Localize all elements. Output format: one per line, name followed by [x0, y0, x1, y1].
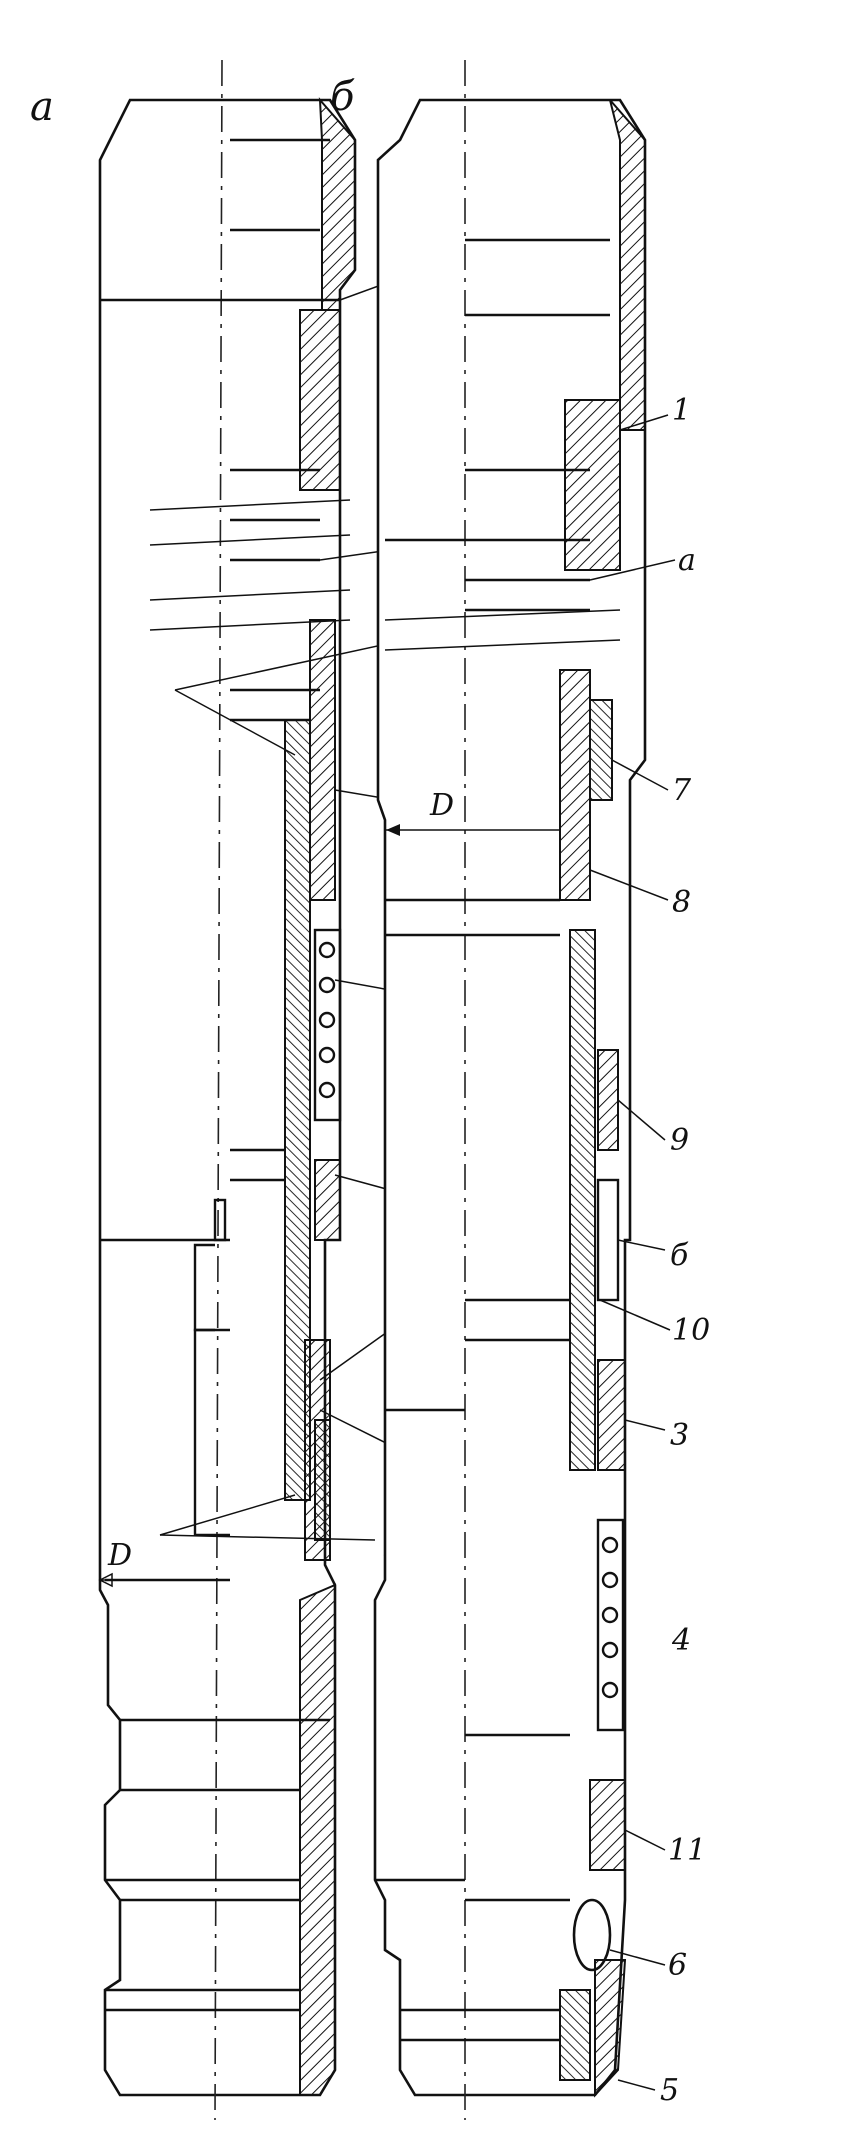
panel-b-callout-9: 9	[670, 1123, 689, 1158]
panel-b-part-8	[559, 669, 591, 901]
panel-b-callout-10: 10	[672, 1313, 710, 1348]
panel-a-callout-D: D	[107, 1538, 132, 1573]
panel-b-inner-wall	[569, 929, 596, 1471]
panel-a-part-5	[314, 1159, 341, 1241]
panel-b-part-5	[594, 1959, 627, 2098]
panel-a-part-1	[299, 309, 341, 491]
panel-b-outline	[373, 98, 647, 2097]
panel-b-lower-wall	[559, 1989, 591, 2081]
panel-b-leaders	[589, 414, 676, 2091]
panel-b-callout-b: б	[670, 1238, 689, 1273]
panel-a-centerline	[214, 59, 223, 2121]
panel-a-part-4-seals	[313, 928, 342, 1122]
panel-b-upper-coupling	[609, 99, 646, 431]
panel-b-letter: б	[330, 74, 355, 120]
panel-b-part-4-seals	[596, 1518, 625, 1732]
panel-a-lower-body	[193, 1328, 230, 1537]
panel-b-callout-1: 1	[672, 393, 691, 428]
panel-a-letter: а	[30, 84, 54, 130]
panel-a-part-3	[309, 619, 336, 901]
panel-b-callout-5: 5	[660, 2073, 679, 2108]
panel-b-part-6	[572, 1898, 612, 1972]
panel-b-callout-11: 11	[668, 1833, 706, 1868]
panel-b: б 1 a D 7 8 9 б 10 3 4 11 6 5	[330, 60, 710, 2120]
panel-b-part-9	[597, 1049, 619, 1151]
panel-b-callout-4: 4	[671, 1623, 691, 1658]
panel-b-callout-6: 6	[668, 1948, 687, 1983]
panel-a: а 1 2 a 3 4 5 0 6 8 D	[30, 59, 428, 2121]
panel-b-callout-3: 3	[670, 1418, 689, 1453]
panel-b-part-11	[589, 1779, 626, 1871]
panel-b-part-3	[597, 1359, 626, 1471]
panel-b-callout-8: 8	[672, 885, 691, 920]
panel-b-callout-7: 7	[672, 773, 692, 808]
panel-b-callout-D: D	[429, 788, 454, 823]
panel-a-part-8	[314, 1419, 331, 1541]
panel-b-part-7	[589, 699, 613, 801]
panel-b-part-1	[564, 399, 621, 571]
panel-b-callout-a: a	[678, 543, 696, 578]
panel-a-lower-pin	[299, 1583, 336, 2096]
